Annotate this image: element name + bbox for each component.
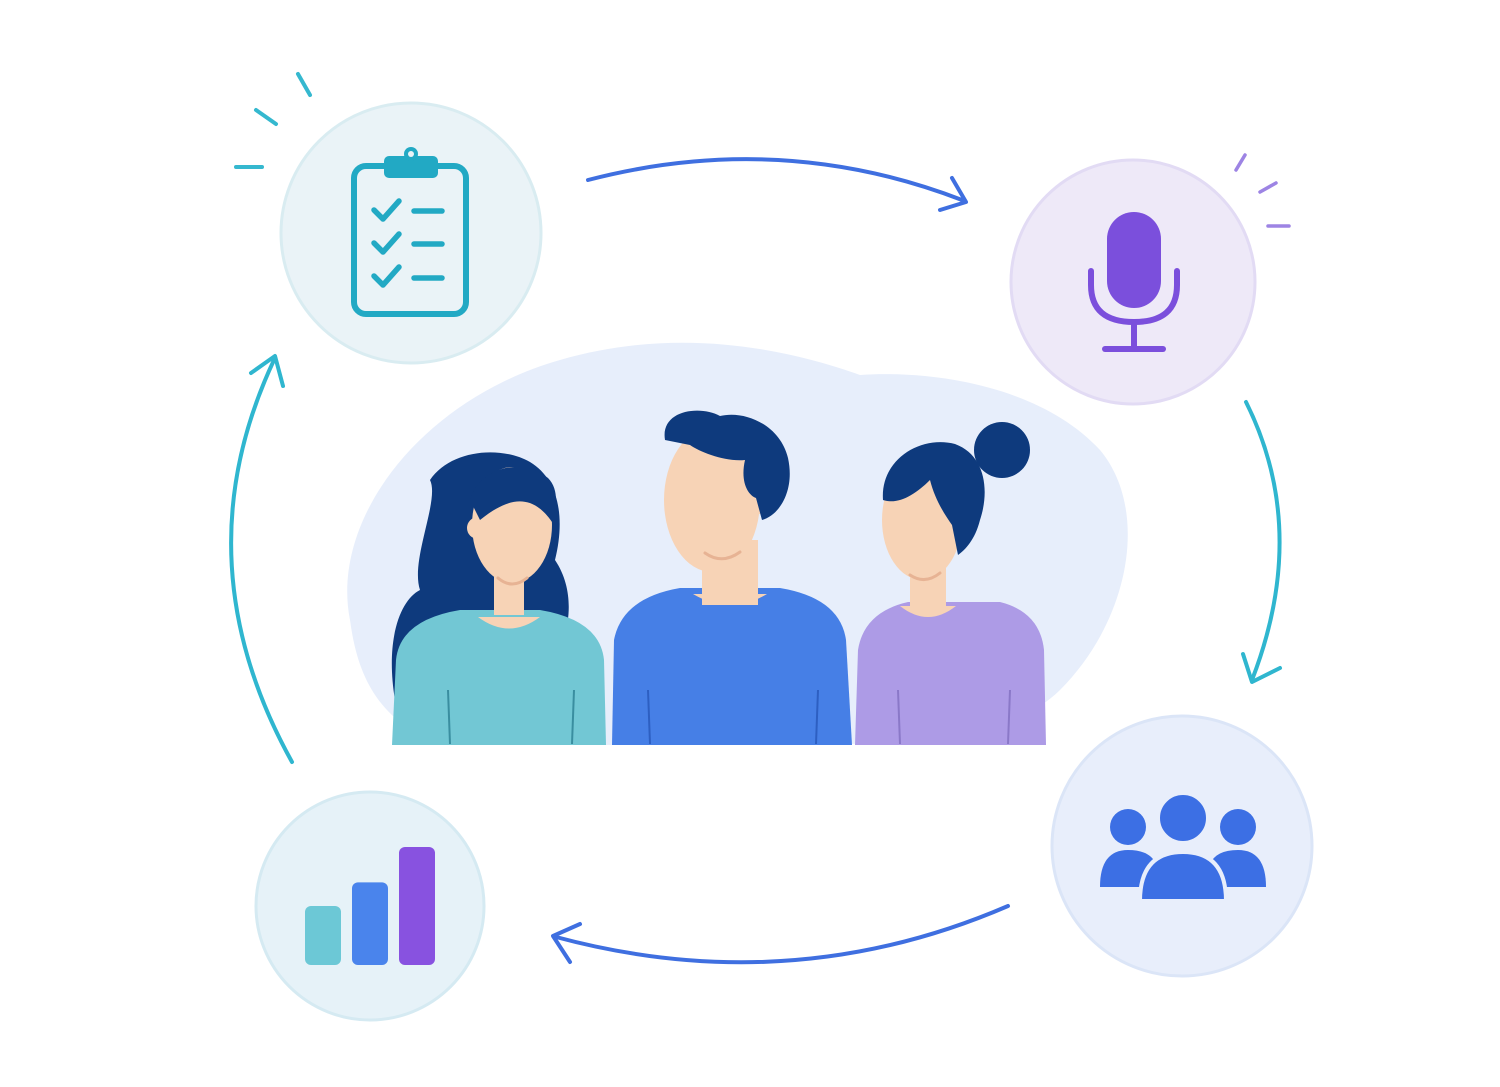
arrow-head-right	[1241, 652, 1282, 684]
cycle-arrows	[229, 157, 1282, 965]
people-group-icon	[1100, 791, 1266, 903]
chart-icon-bar	[399, 847, 435, 965]
chart-icon-bar	[305, 906, 341, 965]
arrow-head-top	[938, 176, 968, 212]
microphone-node	[1009, 158, 1257, 406]
people-illustration	[391, 410, 1046, 745]
chart-icon-bar	[352, 882, 388, 965]
team-node	[1050, 714, 1314, 978]
mic-sparkle	[1234, 153, 1291, 228]
clipboard-node	[279, 101, 543, 365]
bar-chart-icon	[305, 847, 435, 965]
clipboard-checklist-icon	[351, 147, 469, 317]
clipboard-sparkle	[234, 72, 312, 169]
arrow-mic-to-team	[1244, 400, 1282, 682]
person-woman-right	[855, 422, 1046, 745]
arrow-chart-to-clipboard	[229, 358, 294, 764]
arrow-head-left	[249, 354, 285, 388]
microphone-icon	[1088, 212, 1180, 352]
arrow-clipboard-to-mic	[586, 157, 964, 202]
chart-node	[254, 790, 486, 1022]
person-man-center	[612, 410, 852, 745]
person-woman-left	[391, 452, 606, 745]
arrow-team-to-chart	[554, 904, 1010, 965]
arrow-head-bottom	[551, 922, 582, 964]
